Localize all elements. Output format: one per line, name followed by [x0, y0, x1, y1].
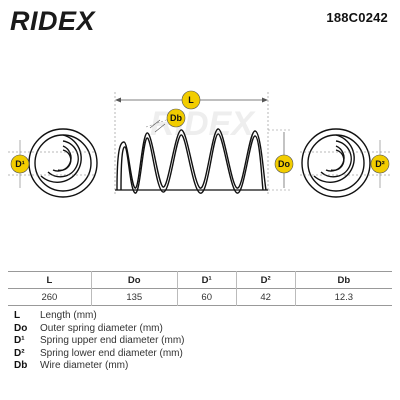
outer-label: Do [278, 159, 290, 169]
length-label: L [188, 95, 194, 105]
spring-diagram: RIDEX D¹ D² [8, 90, 392, 198]
legend-text: Length (mm) [40, 310, 97, 321]
legend-text: Spring lower end diameter (mm) [40, 347, 183, 359]
legend: L Length (mm) Do Outer spring diameter (… [14, 310, 185, 373]
upper-end-view [8, 128, 98, 198]
spec-header-length: L [46, 274, 53, 286]
part-number: 188C0242 [326, 10, 388, 25]
legend-item: D² Spring lower end diameter (mm) [14, 348, 185, 361]
lower-diameter-badge: D² [370, 154, 390, 174]
legend-key: L [14, 310, 21, 321]
legend-key: D¹ [14, 335, 25, 347]
legend-item: Do Outer spring diameter (mm) [14, 323, 185, 336]
legend-text: Wire diameter (mm) [40, 360, 129, 372]
length-badge: L [181, 90, 201, 110]
wire-badge: Db [166, 108, 186, 128]
spec-value-length: 260 [41, 291, 58, 303]
lower-diameter-label: D² [375, 159, 385, 169]
legend-item: Db Wire diameter (mm) [14, 360, 185, 373]
spec-value-row: 260 135 60 42 12.3 [8, 288, 392, 306]
legend-text: Spring upper end diameter (mm) [40, 335, 185, 347]
upper-diameter-badge: D¹ [10, 154, 30, 174]
lower-end-view [300, 128, 392, 198]
spec-header-outer: Do [90, 271, 178, 289]
spec-value-wire: 12.3 [294, 288, 392, 306]
spec-header-row: L Do D¹ D² Db [8, 271, 392, 289]
spec-header-lower: D² [235, 271, 296, 289]
spec-header-wire: Db [294, 271, 392, 289]
spec-header-upper: D¹ [176, 271, 237, 289]
legend-key: Db [14, 360, 28, 372]
legend-item: L Length (mm) [14, 310, 185, 323]
legend-key: D² [14, 347, 25, 359]
outer-badge: Do [274, 154, 294, 174]
spec-value-upper: 60 [176, 288, 237, 306]
spec-value-outer: 135 [90, 288, 178, 306]
legend-item: D¹ Spring upper end diameter (mm) [14, 335, 185, 348]
wire-dimension [145, 117, 173, 133]
spec-table: L Do D¹ D² Db 260 135 60 42 12.3 [8, 271, 392, 306]
brand-logo-text: RIDEX [10, 6, 97, 36]
spring-side-view [115, 128, 268, 194]
legend-key: Do [14, 322, 28, 334]
brand-logo: RIDEX [8, 4, 138, 36]
wire-label: Db [170, 113, 182, 123]
legend-text: Outer spring diameter (mm) [40, 322, 163, 334]
upper-diameter-label: D¹ [15, 159, 25, 169]
watermark-text: RIDEX [150, 105, 256, 143]
spec-value-lower: 42 [235, 288, 296, 306]
